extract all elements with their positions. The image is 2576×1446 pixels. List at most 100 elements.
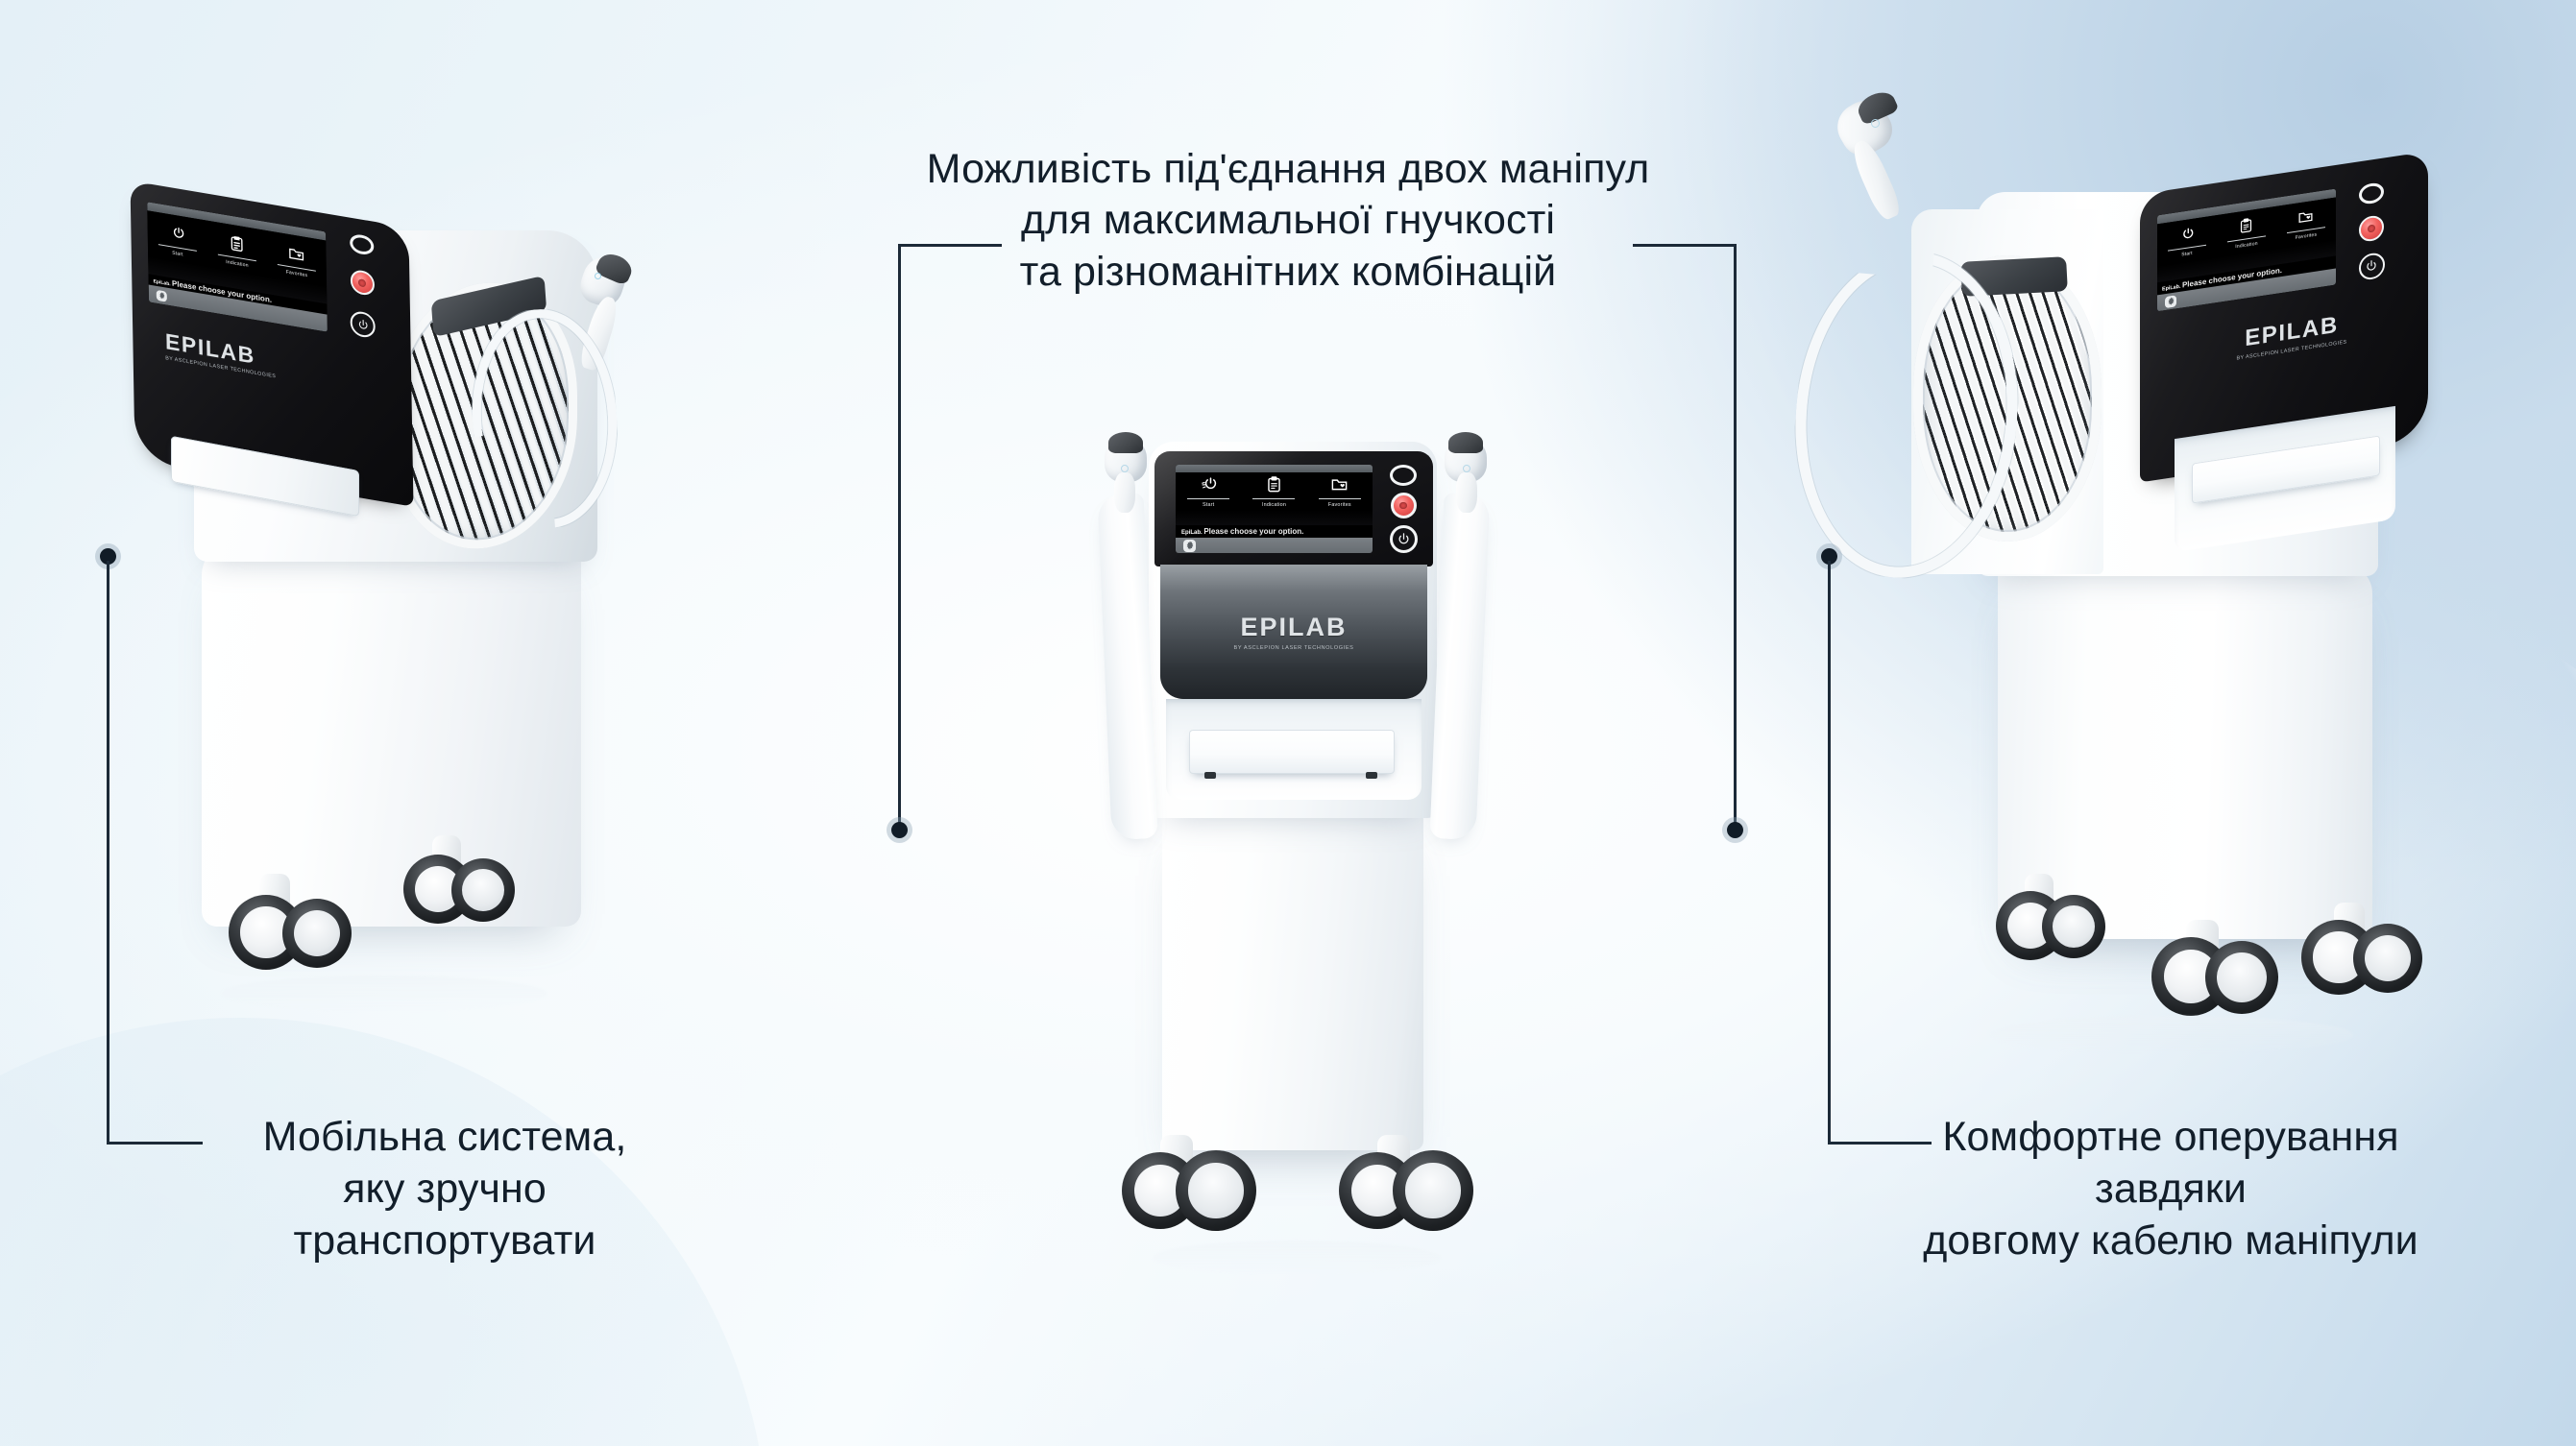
handpiece-grip: [1456, 472, 1477, 513]
power-icon: [358, 319, 368, 329]
device-right-handpiece[interactable]: [1817, 86, 1942, 232]
key-switch-button[interactable]: [1390, 464, 1417, 486]
device-center-tray[interactable]: [1189, 730, 1395, 774]
power-button[interactable]: [2358, 251, 2385, 281]
device-center: Start Indication Favorites: [1085, 413, 1508, 1277]
power-touch-icon: [173, 227, 184, 238]
status-text: Please choose your option.: [1203, 527, 1304, 537]
folder-heart-icon: [289, 248, 304, 261]
headline-text: Можливість під'єднання двох маніпул для …: [926, 146, 1650, 295]
device-center-handpiece-right[interactable]: [1423, 426, 1493, 513]
emergency-stop-button[interactable]: [350, 269, 375, 298]
folder-heart-icon: [1331, 479, 1348, 491]
folder-heart-icon: [2298, 212, 2313, 224]
power-touch-icon: [2183, 229, 2194, 239]
clipboard-icon: [2241, 218, 2252, 233]
power-button[interactable]: [1389, 525, 1418, 554]
device-center-screen[interactable]: Start Indication Favorites: [1176, 465, 1373, 553]
device-right-control-panel: Start Indication Favorites: [2157, 161, 2418, 335]
tile-indication[interactable]: Indication: [1245, 475, 1304, 511]
device-center-brand-sub: BY ASCLEPION LASER TECHNOLOGIES: [1233, 645, 1354, 651]
device-right-button-column: [2347, 174, 2395, 288]
tile-start-label: Start: [1187, 498, 1230, 508]
device-left-handpiece[interactable]: [565, 249, 680, 392]
tile-start-label: Start: [158, 243, 198, 260]
device-left-caster-front-left: [229, 874, 352, 979]
device-center-brandbar: EPILAB BY ASCLEPION LASER TECHNOLOGIES: [1160, 565, 1427, 699]
tile-indication[interactable]: Indication: [210, 230, 264, 274]
screen-icon-row: Start Indication Favorites: [147, 210, 328, 304]
device-center-caster-right: [1324, 1135, 1477, 1250]
device-center-caster-left: [1106, 1135, 1260, 1250]
tile-favorites[interactable]: Favorites: [2279, 205, 2333, 246]
handpiece-led-ring: [595, 273, 601, 279]
handpiece-grip: [1114, 472, 1135, 513]
screen-taskbar: [1176, 538, 1373, 553]
screen-taskbar: [2157, 268, 2336, 312]
key-switch-button[interactable]: [2359, 181, 2384, 206]
handpiece-led-ring: [1463, 465, 1470, 472]
tile-indication-label: Indication: [217, 253, 257, 271]
device-right-floor-reflection: [1988, 1016, 2353, 1054]
device-left-button-column: [335, 222, 389, 349]
tile-favorites-label: Favorites: [2286, 227, 2325, 243]
device-right-base: [1998, 565, 2372, 939]
device-right-caster-front-left: [1996, 874, 2121, 989]
power-touch-icon: [1201, 477, 1216, 490]
device-right-caster-front-mid: [2151, 920, 2286, 1035]
device-right: Start Indication Favorites: [1806, 86, 2478, 1054]
tile-favorites[interactable]: Favorites: [270, 240, 324, 283]
emergency-stop-button[interactable]: [1390, 492, 1417, 518]
tile-start-label: Start: [2167, 245, 2206, 261]
device-right-screen[interactable]: Start Indication Favorites: [2157, 188, 2336, 312]
screen-status-line: EpiLab. Please choose your option.: [1176, 525, 1373, 539]
device-center-tray-clip-left: [1204, 772, 1216, 779]
clipboard-icon: [1268, 476, 1280, 493]
device-center-button-column: [1383, 461, 1423, 557]
device-left-control-panel: Start Indication Favorites: [147, 188, 397, 353]
screen-icon-row: Start Indication Favorites: [2157, 197, 2336, 283]
screen-icon-row: Start Indication Favorites: [1176, 472, 1373, 526]
device-left-base: [202, 542, 581, 927]
tile-favorites-label: Favorites: [1318, 498, 1361, 508]
tile-favorites[interactable]: Favorites: [1310, 475, 1370, 511]
device-left: Start Indication Favorites: [115, 144, 711, 1012]
gear-icon[interactable]: [156, 289, 167, 302]
screen-taskbar: [148, 284, 328, 332]
device-left-screen[interactable]: Start Indication Favorites: [147, 202, 328, 332]
handpiece-cap: [1448, 432, 1483, 453]
handpiece-led-ring: [1121, 465, 1129, 472]
caption-cable-comfort: Комфортне оперування завдяки довгому каб…: [1923, 1114, 2418, 1265]
status-brand: EpiLab.: [1181, 530, 1203, 537]
handpiece-led-ring: [1871, 119, 1880, 128]
device-center-fascia: Start Indication Favorites: [1154, 451, 1433, 566]
tile-indication-label: Indication: [1252, 498, 1296, 508]
power-button[interactable]: [350, 309, 376, 340]
gear-icon[interactable]: [2165, 294, 2176, 308]
device-right-air-grille: [1923, 263, 2094, 534]
device-center-arm-right: [1429, 493, 1491, 840]
handpiece-cap: [1108, 432, 1143, 453]
device-right-caster-front-right: [2301, 903, 2436, 1018]
power-icon: [2367, 260, 2376, 271]
power-icon: [1398, 533, 1408, 544]
device-center-base: [1162, 805, 1423, 1150]
tile-indication[interactable]: Indication: [2220, 214, 2273, 255]
device-center-brand-word: EPILAB: [1240, 613, 1348, 641]
tile-favorites-label: Favorites: [277, 263, 317, 280]
emergency-stop-button[interactable]: [2359, 214, 2384, 243]
tile-start[interactable]: Start: [2160, 223, 2214, 264]
tile-indication-label: Indication: [2226, 235, 2266, 252]
screen-titlebar: [1176, 465, 1373, 473]
clipboard-icon: [231, 235, 243, 252]
gear-icon[interactable]: [1183, 539, 1196, 552]
tile-start[interactable]: Start: [1179, 475, 1238, 511]
caption-mobility: Мобільна система, яку зручно транспортув…: [262, 1114, 627, 1265]
key-switch-button[interactable]: [349, 232, 374, 256]
device-center-handpiece-left[interactable]: [1099, 426, 1168, 513]
device-center-tray-clip-right: [1366, 772, 1377, 779]
tile-start[interactable]: Start: [151, 221, 205, 264]
device-left-caster-front-right: [403, 835, 519, 941]
device-center-floor-reflection: [1153, 1241, 1441, 1275]
device-left-floor-reflection: [221, 976, 547, 1012]
